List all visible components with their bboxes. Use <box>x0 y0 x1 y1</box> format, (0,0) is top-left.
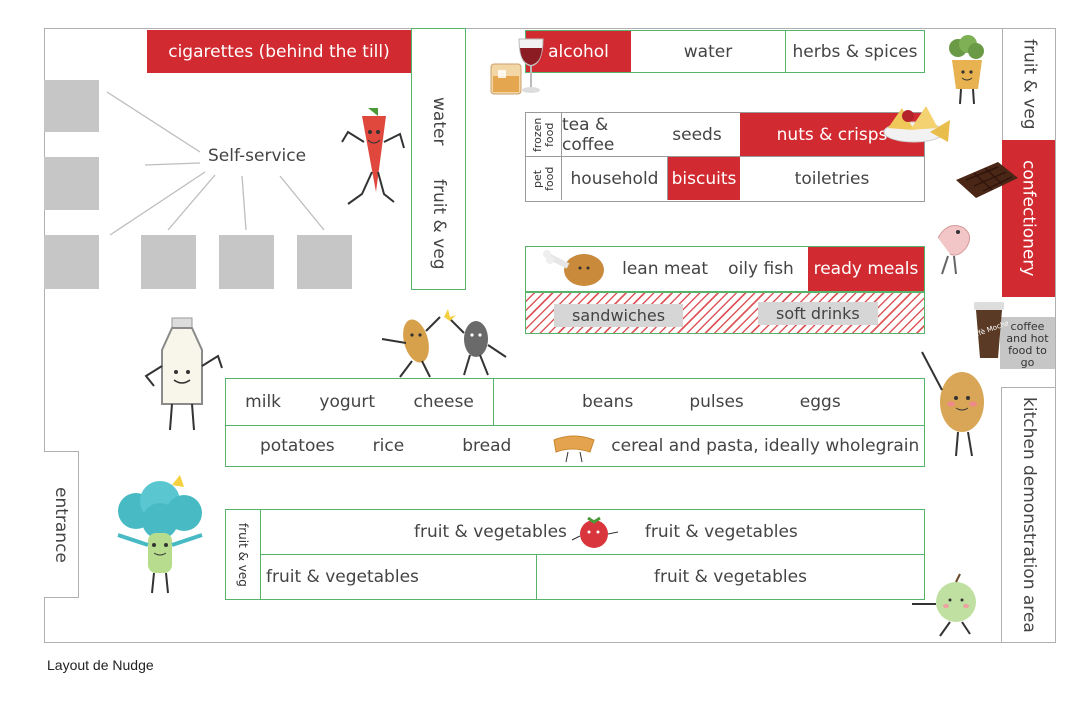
checkout-5 <box>219 235 274 289</box>
tomato-character-icon <box>571 516 619 548</box>
fruit-vegetables-block: fruit & veg fruit & vegetables fruit & v… <box>225 509 925 600</box>
oily-fish-section: oily fish <box>728 259 794 279</box>
cigarettes-area: cigarettes (behind the till) <box>147 30 411 73</box>
sandwiches-label: sandwiches <box>554 304 684 327</box>
water-vertical-label: water <box>429 96 449 146</box>
fruit-veg-vertical-label: fruit & veg <box>429 178 449 270</box>
seeds-section: seeds <box>672 124 722 145</box>
cereal-pasta-label: cereal and pasta, ideally wholegrain <box>611 436 920 456</box>
soft-drinks-label: soft drinks <box>758 302 878 325</box>
confectionery-section: confectionery <box>1002 140 1055 297</box>
tea-coffee-section: tea & coffee <box>562 114 615 155</box>
chili-pepper-character-icon <box>341 108 405 205</box>
cigarettes-label: cigarettes (behind the till) <box>168 41 390 62</box>
checkout-4 <box>141 235 196 289</box>
whisky-glass-icon <box>490 63 522 95</box>
protein-section: beans pulses eggs <box>494 379 924 425</box>
self-service-label: Self-service <box>208 146 307 166</box>
milk-bottle-character-icon <box>144 317 223 431</box>
checkout-1 <box>44 80 99 132</box>
top-shelf-row: alcohol water herbs & spices <box>525 30 925 73</box>
coffee-cup-icon: Caffè Mocha <box>968 302 1008 358</box>
pasta-piece-icon <box>553 435 595 463</box>
lean-meat-section: lean meat <box>622 259 708 279</box>
kitchen-demonstration-area: kitchen demonstration area <box>1001 387 1056 643</box>
bean-characters-icon <box>381 309 507 378</box>
fruit-veg-row-2-right: fruit & vegetables <box>654 567 807 587</box>
chocolate-bar-icon <box>956 162 1018 198</box>
toiletries-section: toiletries <box>794 168 870 189</box>
pet-food-section: pet food <box>526 157 562 200</box>
milk-label: milk <box>245 392 282 412</box>
cheese-label: cheese <box>413 392 474 412</box>
potted-herb-icon <box>949 35 984 105</box>
beans-label: beans <box>582 392 634 412</box>
checkout-6 <box>297 235 352 289</box>
checkout-3 <box>44 235 99 289</box>
fruit-veg-small-section: fruit & veg <box>226 510 261 599</box>
chicken-leg-icon <box>543 250 604 286</box>
water-fruit-veg-aisle: water fruit & veg <box>411 28 466 290</box>
household-section: household <box>562 157 668 200</box>
broccoli-character-icon <box>117 475 203 594</box>
frozen-food-section: frozen food <box>526 113 562 156</box>
meat-fish-row: lean meat oily fish ready meals <box>525 246 925 292</box>
sandwiches-drinks-row: sandwiches soft drinks <box>525 292 925 334</box>
carbs-section: potatoes rice bread cereal and pasta, id… <box>226 426 924 466</box>
coffee-hot-food-area: coffee and hot food to go <box>1000 317 1055 369</box>
potatoes-label: potatoes <box>260 436 335 456</box>
pulses-label: pulses <box>689 392 744 412</box>
dairy-section: milk yogurt cheese <box>226 379 494 425</box>
water-section: water <box>631 31 786 72</box>
bread-label: bread <box>462 436 512 456</box>
yogurt-label: yogurt <box>319 392 376 412</box>
fruit-veg-row-1: fruit & vegetables fruit & vegetables <box>261 510 924 555</box>
ready-meals-section: ready meals <box>808 247 924 291</box>
fruit-veg-row-2-left: fruit & vegetables <box>261 555 537 599</box>
apple-character-icon <box>912 573 976 637</box>
egg-character-icon <box>921 351 984 457</box>
figure-caption: Layout de Nudge <box>47 657 154 673</box>
nachos-icon <box>883 106 950 143</box>
entrance: entrance <box>44 451 79 598</box>
fruit-veg-right-wall: fruit & veg <box>1002 28 1056 140</box>
store-floor-outline <box>44 28 1056 643</box>
alcohol-section: alcohol <box>526 31 631 72</box>
biscuits-section: biscuits <box>668 157 740 200</box>
staples-block: milk yogurt cheese beans pulses eggs pot… <box>225 378 925 467</box>
wine-glass-icon <box>518 38 544 93</box>
herbs-spices-section: herbs & spices <box>792 41 918 62</box>
rice-label: rice <box>372 436 405 456</box>
checkout-2 <box>44 157 99 210</box>
shrimp-character-icon <box>937 225 970 275</box>
eggs-label: eggs <box>799 392 841 412</box>
